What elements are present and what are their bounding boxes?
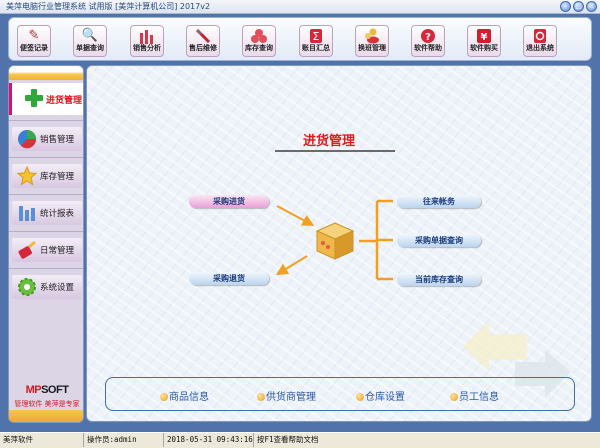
main-toolbar: ✎ 便签记录 🔍 单据查询 销售分析 售后维修 库存查询 Σ 账目汇总 换班管理 — [8, 17, 592, 61]
mpsoft-logo: MPSOFT — [25, 384, 69, 396]
sidebar-item-purchase[interactable]: 进货管理 — [9, 83, 83, 115]
toolbar-repair-button[interactable]: 售后维修 — [186, 25, 220, 57]
link-warehouse-settings[interactable]: 仓库设置 — [356, 388, 405, 403]
bullet-icon — [160, 393, 168, 401]
gear-icon — [17, 277, 37, 297]
close-icon: × — [588, 2, 595, 10]
status-bar: 美萍软件 操作员:admin 2018-05-31 09:43:16 按F1查看… — [0, 432, 600, 448]
toolbar-stock-query-button[interactable]: 库存查询 — [242, 25, 276, 57]
minimize-button[interactable]: – — [560, 1, 571, 12]
pie-chart-icon — [17, 129, 37, 149]
power-icon — [531, 28, 549, 44]
toolbar-bill-query-button[interactable]: 🔍 单据查询 — [73, 25, 107, 57]
toolbar-exit-button[interactable]: 退出系统 — [523, 25, 557, 57]
svg-text:Σ: Σ — [313, 30, 320, 43]
toolbar-note-button[interactable]: ✎ 便签记录 — [17, 25, 51, 57]
toolbar-buy-button[interactable]: ¥ 软件购买 — [467, 25, 501, 57]
brand-block: MPSOFT 管理软件 美萍是专家 — [9, 384, 83, 409]
purchase-bill-query-button[interactable]: 采购单据查询 — [397, 234, 481, 247]
svg-text:¥: ¥ — [481, 32, 488, 43]
link-supplier-management[interactable]: 供货商管理 — [257, 388, 316, 403]
toolbar-help-button[interactable]: ? 软件帮助 — [411, 25, 445, 57]
current-stock-query-button[interactable]: 当前库存查询 — [397, 273, 481, 286]
bullet-icon — [356, 393, 364, 401]
sidebar-top-band — [9, 66, 83, 80]
sigma-icon: Σ — [307, 28, 325, 44]
toolbar-shift-button[interactable]: 换班管理 — [355, 25, 389, 57]
bullet-icon — [257, 393, 265, 401]
purchase-in-button[interactable]: 采购进货 — [189, 195, 269, 208]
title-bar: 美萍电脑行业管理系统 试用版 [美萍计算机公司] 2017v2 – □ × — [0, 0, 600, 14]
screwdriver-icon — [194, 28, 212, 44]
bar-chart-icon — [138, 28, 156, 44]
minimize-icon: – — [563, 2, 568, 10]
quick-links-panel: 商品信息 供货商管理 仓库设置 员工信息 — [105, 377, 575, 411]
link-employee-info[interactable]: 员工信息 — [450, 388, 499, 403]
toolbar-sales-analysis-button[interactable]: 销售分析 — [130, 25, 164, 57]
sidebar: 进货管理 销售管理 库存管理 统计报表 — [8, 65, 84, 423]
purchase-return-button[interactable]: 采购退货 — [189, 272, 269, 285]
toolbar-accounts-button[interactable]: Σ 账目汇总 — [299, 25, 333, 57]
star-icon — [16, 165, 38, 186]
help-icon: ? — [419, 28, 437, 44]
bar-report-icon — [17, 203, 37, 223]
sidebar-item-settings[interactable]: 系统设置 — [9, 268, 83, 305]
title-divider — [275, 150, 395, 152]
status-datetime: 2018-05-31 09:43:16 — [164, 433, 254, 447]
brush-icon — [17, 240, 37, 260]
package-box-icon — [315, 221, 355, 261]
boxes-icon — [250, 28, 268, 44]
sidebar-item-reports[interactable]: 统计报表 — [9, 194, 83, 231]
link-product-info[interactable]: 商品信息 — [160, 388, 209, 403]
restore-button[interactable]: □ — [573, 1, 584, 12]
yen-icon: ¥ — [475, 28, 493, 44]
sidebar-bottom-band — [9, 410, 83, 422]
window-title: 美萍电脑行业管理系统 试用版 [美萍计算机公司] 2017v2 — [6, 2, 211, 11]
status-hint: 按F1查看帮助文档 — [257, 435, 319, 444]
magnifier-icon: 🔍 — [81, 28, 99, 43]
page-title: 进货管理 — [303, 134, 356, 149]
accounts-payable-button[interactable]: 往来帐务 — [397, 195, 481, 208]
brand-slogan: 管理软件 美萍是专家 — [14, 400, 80, 408]
sidebar-item-sales[interactable]: 销售管理 — [9, 120, 83, 157]
close-button[interactable]: × — [586, 1, 597, 12]
status-app: 美萍软件 — [0, 433, 84, 447]
restore-icon: □ — [575, 2, 582, 10]
status-operator: 操作员:admin — [84, 433, 164, 447]
note-pencil-icon: ✎ — [28, 28, 40, 43]
green-plus-icon — [24, 88, 44, 108]
main-panel: 进货管理 采购进货 采购退货 往来帐务 采购单据查询 当前库存查询 商品信息 供… — [86, 65, 592, 422]
users-icon — [363, 28, 381, 44]
sidebar-item-daily[interactable]: 日常管理 — [9, 231, 83, 268]
sidebar-item-inventory[interactable]: 库存管理 — [9, 157, 83, 194]
svg-text:?: ? — [425, 32, 431, 43]
bullet-icon — [450, 393, 458, 401]
